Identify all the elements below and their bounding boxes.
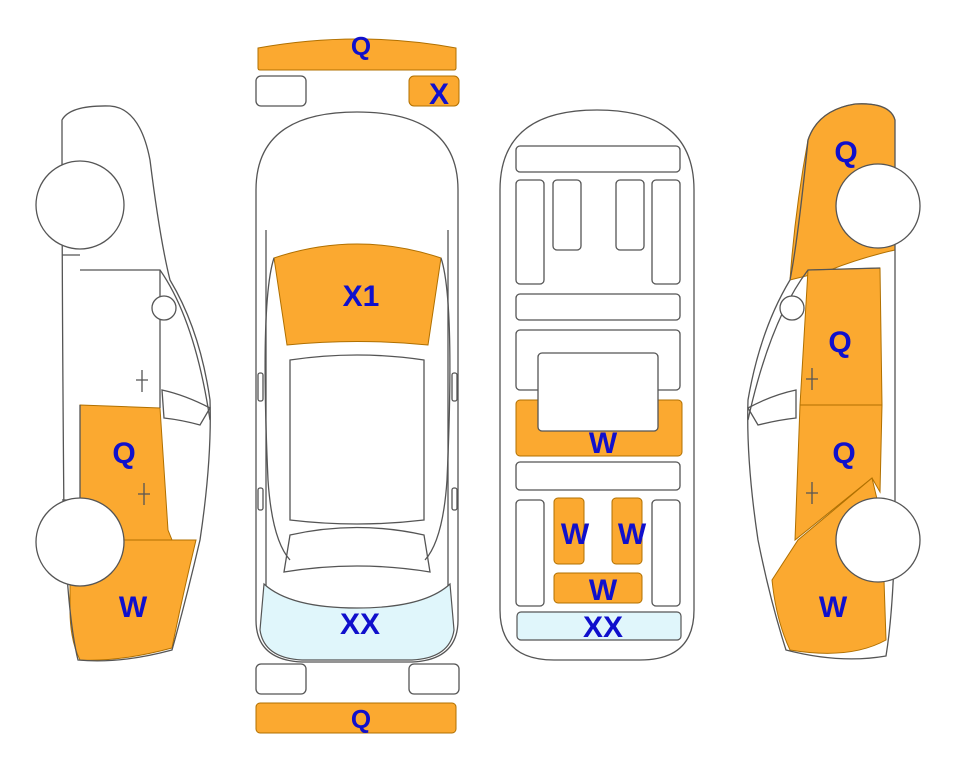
right-side-view [747, 103, 921, 660]
handle-right [451, 487, 458, 511]
front-light-label: X [429, 78, 449, 111]
under-rear-mid-label: W [589, 574, 618, 607]
handle-left [257, 487, 264, 511]
right-mirror [779, 295, 805, 321]
left-window-line [80, 269, 211, 421]
right-front-wheel [835, 163, 921, 249]
left-rear-wheel [35, 497, 125, 587]
right-glass [747, 389, 797, 426]
under-rear-mid-part[interactable] [553, 572, 643, 604]
trunk-part[interactable] [259, 582, 455, 661]
under-bar-2 [515, 293, 681, 321]
under-rear-bar-part[interactable] [516, 611, 682, 641]
left-rear-door-label: Q [112, 437, 135, 470]
underbody-view [499, 109, 695, 661]
rear-bumper-part[interactable] [255, 702, 457, 734]
under-right-strip-label: W [618, 518, 647, 551]
under-col-1 [515, 179, 545, 285]
left-body-outline [61, 105, 211, 662]
under-mid-label: W [589, 427, 618, 460]
under-bar-3 [515, 461, 681, 491]
right-front-fender-label: Q [834, 136, 857, 169]
top-rear-window [283, 526, 431, 573]
right-handle-2 [806, 482, 818, 504]
front-bumper-part[interactable] [257, 38, 457, 71]
hood-label: X1 [343, 280, 380, 313]
right-rear-door-label: Q [832, 437, 855, 470]
left-handle-2 [138, 483, 150, 505]
rear-bumper-label: Q [351, 704, 371, 734]
mirror-right [451, 372, 458, 402]
under-col-6 [651, 499, 681, 607]
right-rear-door-part[interactable] [794, 404, 883, 542]
top-a-pillar-left [264, 257, 291, 561]
under-front-bar [515, 145, 681, 173]
left-glass [161, 389, 211, 426]
damage-labels: Q X X1 XX Q W W W W XX Q W Q Q Q W [112, 31, 857, 734]
rear-light-left[interactable] [255, 663, 307, 695]
right-front-door-label: Q [828, 326, 851, 359]
left-door-line [79, 270, 161, 500]
left-handle-1 [136, 370, 148, 392]
left-side-view [35, 105, 211, 662]
top-a-pillar-right [424, 257, 451, 561]
front-bumper-label: Q [351, 31, 371, 61]
under-col-2 [552, 179, 582, 251]
right-handle-1 [806, 368, 818, 390]
under-left-strip-part[interactable] [553, 497, 585, 565]
front-light-right[interactable] [408, 75, 460, 107]
trunk-label: XX [340, 608, 380, 641]
left-front-wheel [35, 160, 125, 250]
right-body-outline [747, 103, 896, 660]
top-view [255, 38, 460, 734]
right-rear-quarter-label: W [819, 591, 848, 624]
under-center-box [537, 352, 659, 432]
top-body-outline [255, 111, 459, 663]
mirror-left [257, 372, 264, 402]
under-right-strip-part[interactable] [611, 497, 643, 565]
left-rear-quarter-label: W [119, 591, 148, 624]
under-col-4 [651, 179, 681, 285]
under-col-3 [615, 179, 645, 251]
right-rear-wheel [835, 497, 921, 583]
left-sill-line [62, 254, 80, 501]
right-window-line [747, 267, 881, 421]
under-col-5 [515, 499, 545, 607]
rear-light-right[interactable] [408, 663, 460, 695]
roof-panel [289, 354, 425, 525]
under-left-strip-label: W [561, 518, 590, 551]
left-mirror [151, 295, 177, 321]
underbody-outline [499, 109, 695, 661]
front-light-left[interactable] [255, 75, 307, 107]
under-rear-bar-label: XX [583, 611, 623, 644]
